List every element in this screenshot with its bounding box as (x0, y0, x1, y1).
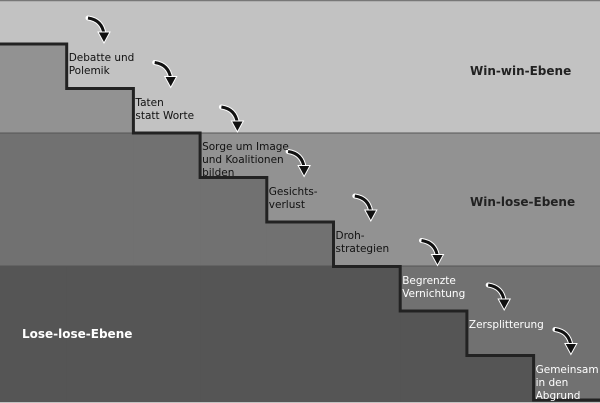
arrow-head-icon (564, 343, 578, 356)
stair-fill (200, 177, 268, 266)
stair-fill (466, 355, 535, 402)
stage-label-line: Abgrund (535, 389, 581, 402)
stage-label-line: bilden (202, 167, 235, 179)
stage-label-line: Vernichtung (402, 287, 466, 300)
stage-label-8: Zersplitterung (469, 319, 544, 332)
stair-fill (0, 44, 68, 133)
arrow-head-icon (163, 76, 178, 89)
stage-label-line: Polemik (68, 65, 110, 77)
stage-label-line: in den (535, 376, 569, 389)
stage-label-line: Begrenzte (402, 274, 456, 287)
stair-fill (0, 133, 68, 266)
stair-fill (266, 222, 334, 266)
arrow-head-icon (230, 120, 245, 134)
stair-fill (266, 266, 334, 402)
stair-fill (133, 266, 201, 402)
stage-label-line: Droh- (335, 230, 365, 242)
stair-fill (200, 266, 268, 402)
staircase-line (0, 42, 600, 402)
stair-fill (66, 266, 134, 402)
stage-label-line: Gesichts- (268, 185, 318, 198)
arrow-head-icon (430, 254, 445, 267)
arrow-head-icon (97, 31, 111, 45)
level-label-win-win: Win-win-Ebene (470, 64, 572, 78)
arrow-head-icon (297, 165, 311, 178)
level-label-win-lose: Win-lose-Ebene (470, 195, 576, 209)
stage-label-line: strategien (335, 243, 390, 255)
stage-label-line: Taten (135, 96, 164, 109)
stage-label-line: Debatte und (68, 52, 135, 64)
level-label-lose-lose: Lose-lose-Ebene (22, 327, 133, 341)
stage-label-line: Gemeinsam (535, 363, 599, 376)
stage-label-line: und Koalitionen (202, 154, 284, 166)
stair-fill (66, 88, 134, 133)
stair-fill (400, 311, 468, 402)
arrow-head-icon (497, 298, 512, 312)
stair-fill (0, 266, 68, 402)
stage-label-line: verlust (268, 198, 305, 211)
stage-label-line: Zersplitterung (468, 319, 544, 331)
stair-fill (133, 133, 201, 266)
stage-label-5: Gesichts-verlust (269, 186, 318, 212)
stage-label-6: Droh-strategien (336, 230, 390, 256)
stage-label-line: statt Worte (135, 109, 195, 122)
stage-label-line: Sorge um Image (202, 141, 289, 153)
stair-fill (333, 266, 401, 402)
stair-fill (66, 133, 134, 266)
arrow-head-icon (363, 209, 378, 223)
